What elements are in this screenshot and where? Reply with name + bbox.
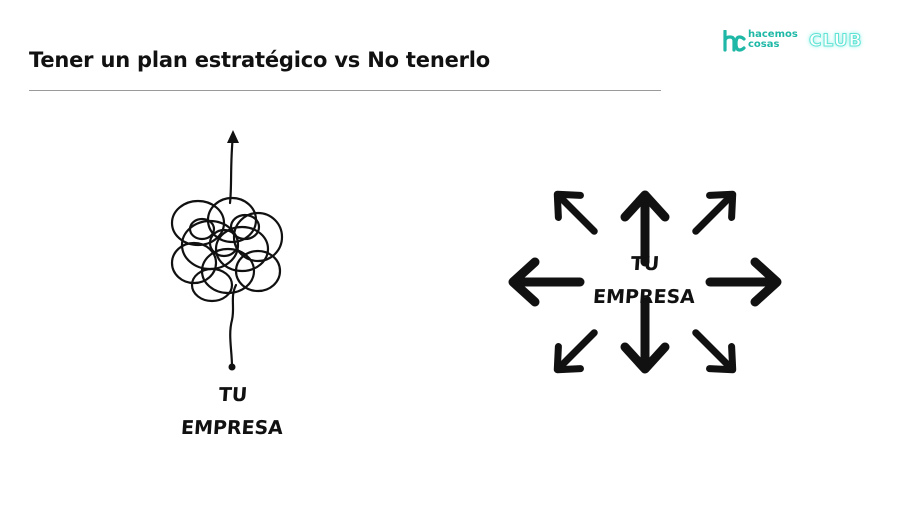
arrow-down-left-icon	[546, 322, 605, 381]
tangled-path-arrow-icon	[170, 130, 284, 371]
left-label-line-2: EMPRESA	[180, 417, 284, 439]
arrow-left-icon	[513, 262, 580, 302]
right-label-line-2: EMPRESA	[592, 286, 696, 308]
arrow-up-left-icon	[546, 183, 605, 242]
logo-club: CLUB	[808, 31, 863, 52]
arrow-up-right-icon	[685, 183, 744, 242]
slide-title: Tener un plan estratégico vs No tenerlo	[29, 48, 490, 72]
logo-line-1: hacemos	[748, 29, 798, 40]
title-divider	[29, 90, 661, 91]
left-label-line-1: TU	[218, 384, 248, 406]
arrow-right-icon	[710, 262, 777, 302]
arrows-all-directions-icon	[495, 135, 795, 430]
arrow-down-icon	[625, 302, 665, 369]
brand-logo: hacemos cosas CLUB	[722, 28, 878, 56]
right-label-line-1: TU	[630, 253, 660, 275]
arrow-down-right-icon	[685, 322, 744, 381]
arrow-up-icon	[625, 195, 665, 262]
logo-line-2: cosas	[748, 39, 780, 50]
hc-logo-icon	[723, 30, 746, 52]
logo-wordmark: hacemos cosas	[748, 30, 798, 50]
